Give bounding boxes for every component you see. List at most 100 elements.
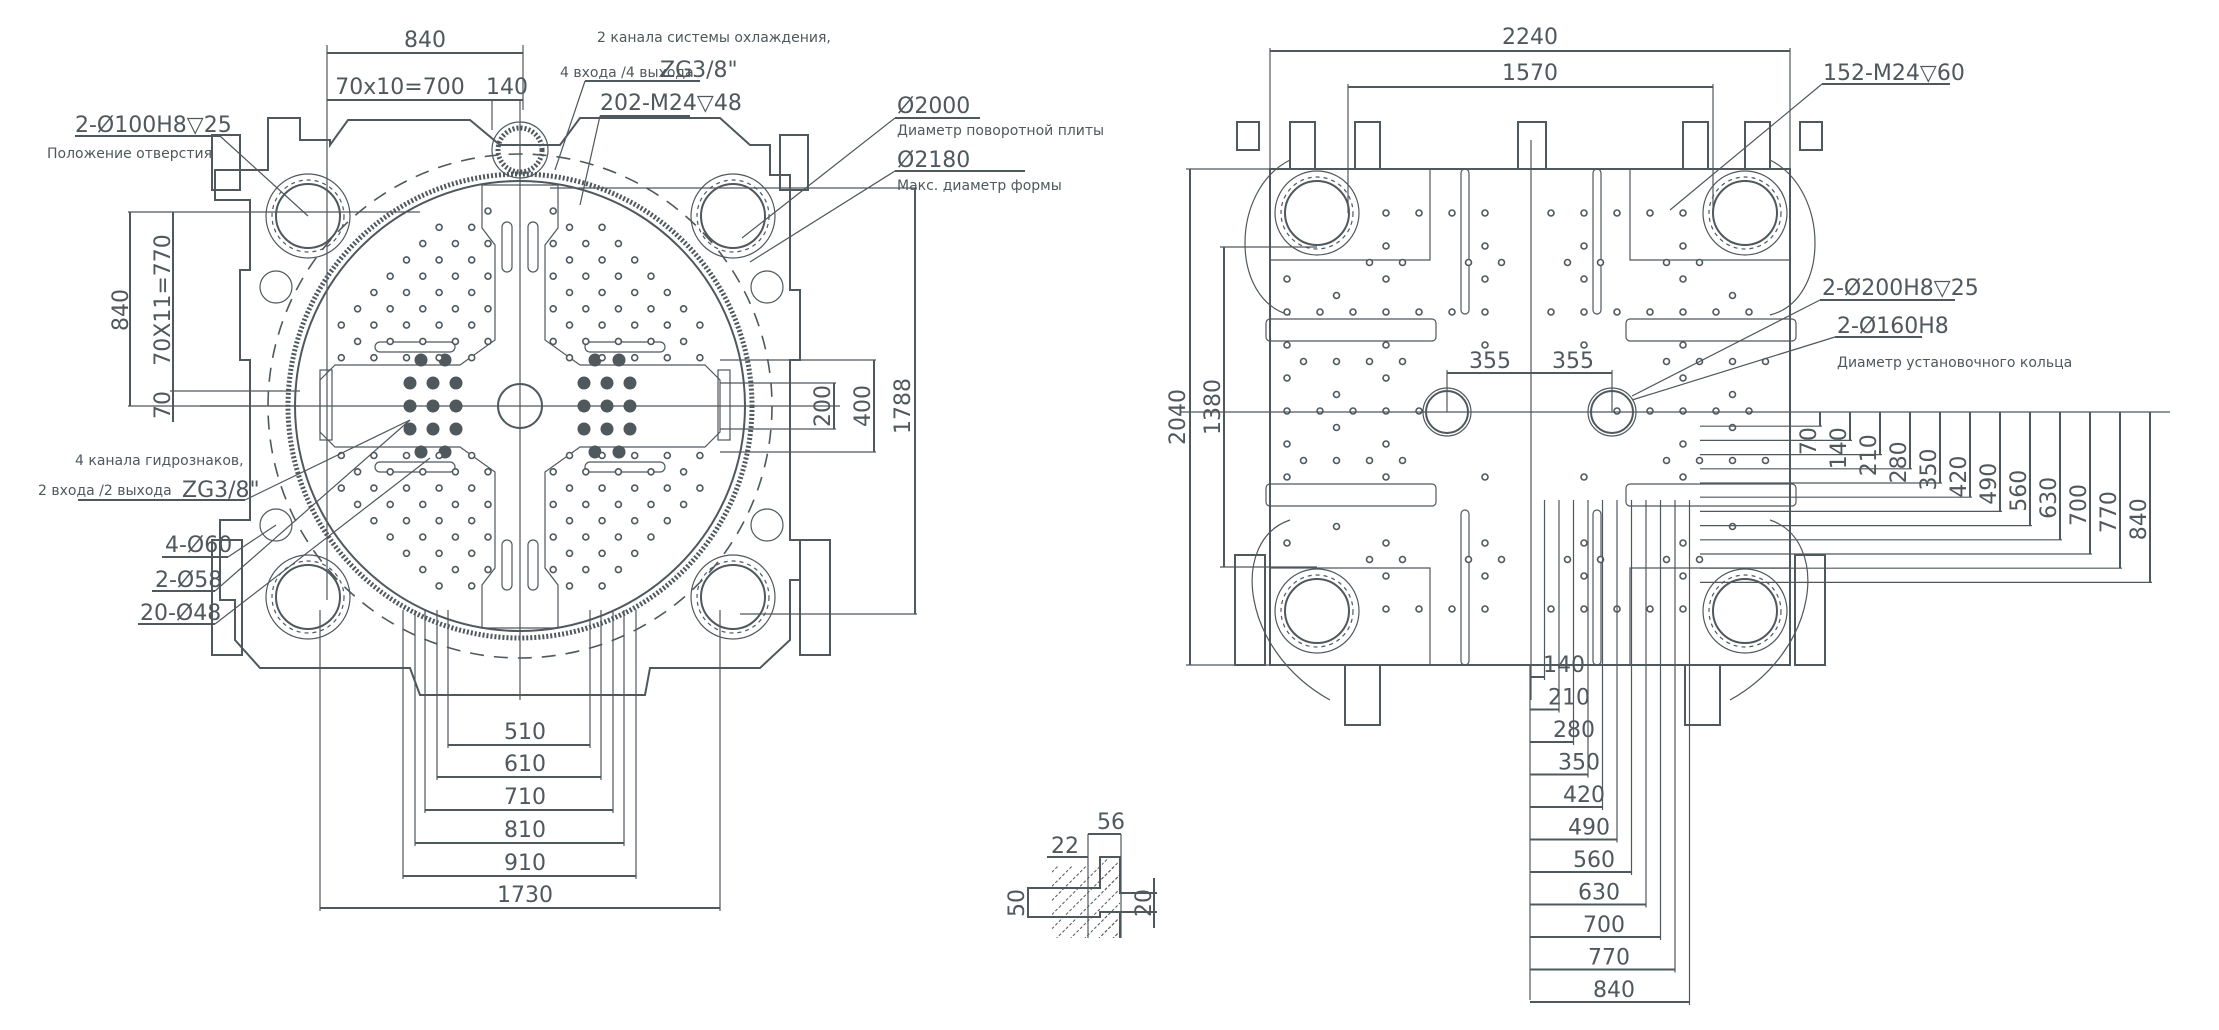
- dim-right-350: 350: [1917, 449, 1942, 491]
- threaded-hole: [1679, 275, 1687, 283]
- ejector-hole: [414, 353, 428, 367]
- right-top-dimensions: 2240 1570: [1269, 25, 1791, 213]
- threaded-hole: [1679, 473, 1687, 481]
- threaded-hole: [630, 516, 639, 525]
- ejector-holes: [403, 353, 637, 459]
- right-lug: [1344, 664, 1381, 726]
- threaded-hole: [663, 484, 672, 492]
- threaded-hole: [467, 516, 476, 525]
- threaded-hole: [598, 321, 606, 329]
- dim-right-420: 420: [1947, 456, 1972, 498]
- threaded-hole: [451, 272, 460, 281]
- dim-bottom-right-420: 420: [1563, 783, 1605, 808]
- threaded-hole: [484, 239, 492, 248]
- threaded-hole: [402, 288, 411, 297]
- threaded-hole: [435, 451, 443, 460]
- dim-bottom-910: 910: [504, 851, 546, 876]
- right-pockets: [1265, 168, 1797, 666]
- threaded-hole: [614, 272, 623, 281]
- threaded-hole: [467, 256, 476, 264]
- threaded-hole: [565, 484, 574, 492]
- dim-right-840: 840: [2127, 498, 2152, 540]
- threaded-hole: [337, 353, 346, 362]
- threaded-hole: [1695, 456, 1704, 465]
- threaded-hole: [1332, 291, 1341, 300]
- threaded-hole: [1580, 605, 1588, 613]
- threaded-hole: [1481, 275, 1489, 283]
- threaded-hole: [1695, 258, 1704, 267]
- threaded-hole: [386, 467, 395, 476]
- threaded-hole: [1316, 308, 1324, 316]
- threaded-hole: [647, 304, 655, 313]
- threaded-hole: [1547, 209, 1555, 217]
- dim-right-700: 700: [2067, 484, 2092, 526]
- callout-tie-bar-note: Положение отверстия: [47, 146, 212, 162]
- ejector-hole: [588, 445, 602, 459]
- callout-holes-58: 2-Ø58: [155, 568, 222, 593]
- threaded-hole: [418, 565, 427, 574]
- threaded-hole: [1481, 539, 1489, 547]
- threaded-hole: [1679, 308, 1687, 316]
- ejector-hole: [426, 422, 440, 436]
- threaded-hole: [451, 533, 460, 541]
- dim-2240: 2240: [1502, 25, 1558, 50]
- threaded-hole: [386, 500, 395, 509]
- dim-right-560: 560: [2007, 470, 2032, 512]
- dim-bottom-right-350: 350: [1558, 751, 1600, 776]
- dim-right-210: 210: [1857, 434, 1882, 476]
- dim-400: 400: [851, 385, 876, 427]
- threaded-hole: [1481, 572, 1489, 580]
- threaded-hole: [467, 223, 476, 232]
- threaded-hole: [370, 484, 378, 492]
- threaded-hole: [1563, 555, 1572, 564]
- left-tab-tl: [211, 134, 241, 191]
- threaded-hole: [484, 272, 492, 281]
- threaded-hole: [1398, 555, 1407, 564]
- threaded-hole: [1398, 258, 1407, 267]
- detail-dim-22-label: 22: [1051, 834, 1079, 859]
- threaded-hole: [451, 565, 460, 574]
- ejector-hole: [600, 376, 614, 390]
- threaded-hole: [1299, 357, 1308, 366]
- threaded-hole: [402, 256, 411, 264]
- detail-profile-bottom: [1027, 911, 1121, 938]
- left-right-dimensions: 200 400 1788: [550, 187, 917, 615]
- callout-right-tie-bar-hole: 2-Ø200H8▽25: [1822, 276, 1979, 301]
- threaded-hole: [1332, 423, 1341, 432]
- threaded-hole: [549, 565, 558, 574]
- threaded-hole: [663, 451, 672, 460]
- threaded-hole: [1662, 357, 1671, 366]
- threaded-hole: [598, 582, 606, 590]
- threaded-hole: [663, 353, 672, 362]
- threaded-hole: [1728, 390, 1737, 399]
- threaded-hole: [467, 549, 476, 558]
- callout-max-mold: Ø2180: [897, 148, 970, 173]
- threaded-hole: [435, 321, 443, 329]
- threaded-hole: [630, 256, 639, 264]
- threaded-hole: [1613, 209, 1621, 217]
- threaded-hole: [1283, 440, 1291, 448]
- threaded-hole: [1580, 341, 1588, 349]
- threaded-hole: [418, 239, 427, 248]
- left-tab-tr: [779, 134, 809, 191]
- threaded-hole: [647, 500, 655, 509]
- dim-bottom-right-210: 210: [1548, 686, 1590, 711]
- right-side-dimensions: 2040 1380: [1166, 168, 1317, 666]
- threaded-hole: [1547, 605, 1555, 613]
- threaded-hole: [402, 353, 411, 362]
- threaded-hole: [1662, 456, 1671, 465]
- threaded-hole: [1613, 308, 1621, 316]
- threaded-hole: [614, 467, 623, 476]
- threaded-hole: [581, 565, 590, 574]
- threaded-hole: [1382, 275, 1390, 283]
- left-side-dimensions: 840 70X11=770 70: [109, 211, 420, 422]
- dim-bottom-right-490: 490: [1568, 816, 1610, 841]
- threaded-hole: [435, 353, 443, 362]
- threaded-hole: [370, 353, 378, 362]
- threaded-hole: [467, 321, 476, 329]
- threaded-hole: [1662, 555, 1671, 564]
- threaded-hole: [1646, 308, 1654, 316]
- threaded-hole: [1283, 473, 1291, 481]
- threaded-hole: [353, 467, 362, 476]
